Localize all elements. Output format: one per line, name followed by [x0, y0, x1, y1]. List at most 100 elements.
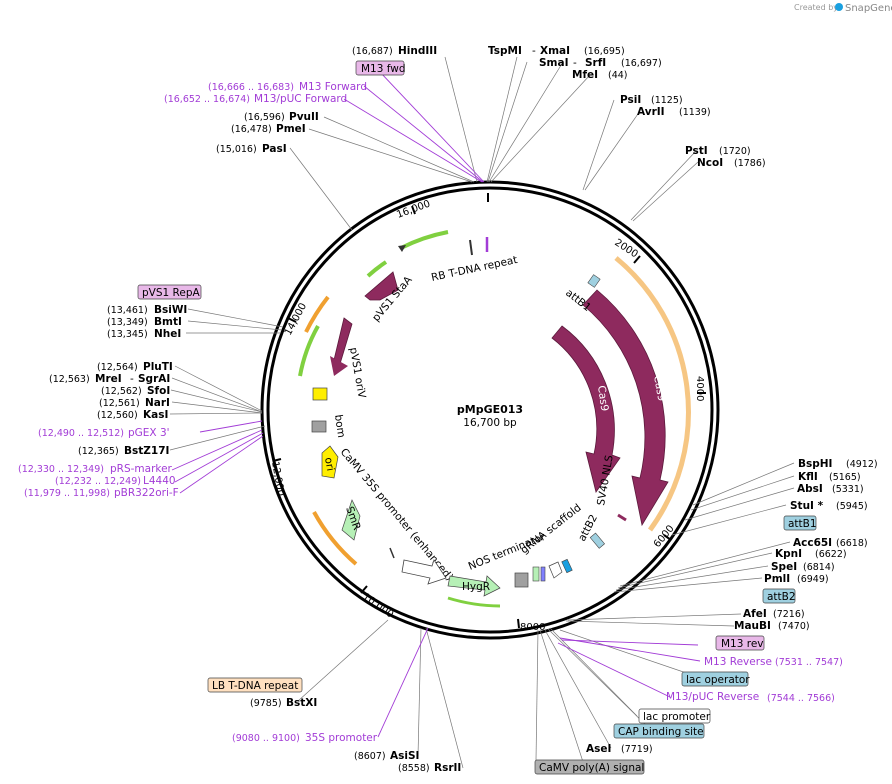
cas9-outer-arrow[interactable] — [582, 289, 669, 527]
psii-label[interactable]: PsiI — [620, 94, 641, 106]
m13fwd-box-label: M13 fwd — [361, 63, 406, 75]
leader-lines — [169, 56, 795, 769]
mrei-pos: (12,563) — [49, 374, 90, 385]
mrei-label[interactable]: MreI — [95, 373, 122, 385]
pbr322ori-range: (11,979 .. 11,998) — [24, 488, 110, 499]
kpni-label[interactable]: KpnI — [775, 548, 802, 560]
nhei-label[interactable]: NheI — [154, 328, 181, 340]
attb1-box[interactable] — [783, 515, 817, 531]
pgex3-primer[interactable]: pGEX 3' — [128, 427, 170, 439]
avrii-label[interactable]: AvrII — [637, 106, 665, 118]
nhei-pos: (13,345) — [107, 329, 148, 340]
maubi-label[interactable]: MauBI — [734, 620, 771, 632]
m13rev-box[interactable] — [715, 635, 765, 651]
cas9-outer-halo — [614, 256, 691, 532]
bsphi-pos: (4912) — [846, 459, 878, 470]
bmti-label[interactable]: BmtI — [154, 316, 182, 328]
backbone-outer-ring — [260, 180, 720, 640]
oriv-arrow-head — [330, 356, 348, 376]
stui-label[interactable]: StuI * — [790, 500, 824, 512]
cas9-inner-arrow[interactable] — [551, 325, 621, 493]
staa-arrow[interactable] — [364, 271, 399, 301]
attb1-box-label: attB1 — [788, 518, 817, 530]
attb1-feature[interactable] — [587, 274, 601, 288]
smai-label[interactable]: SmaI — [539, 57, 569, 69]
m13pucfwd-primer[interactable]: M13/pUC Forward — [254, 93, 347, 105]
sfoi-label[interactable]: SfoI — [147, 385, 170, 397]
pluti-label[interactable]: PluTI — [143, 361, 173, 373]
grna-mark — [540, 566, 546, 582]
grna-scaffold-feature[interactable] — [532, 566, 540, 582]
mfei-label[interactable]: MfeI — [572, 69, 598, 81]
afei-label[interactable]: AfeI — [743, 608, 767, 620]
nari-pos: (12,561) — [99, 398, 140, 409]
p35s-arrow[interactable] — [401, 559, 447, 585]
pmei-pos: (16,478) — [231, 124, 272, 135]
ncoi-pos: (1786) — [734, 158, 766, 169]
m13pucrev-primer[interactable]: M13/pUC Reverse — [666, 691, 759, 703]
m13rev-range: (7531 .. 7547) — [775, 657, 843, 668]
bom-feature[interactable] — [311, 420, 327, 433]
pluti-pos: (12,564) — [97, 362, 138, 373]
pmli-label[interactable]: PmlI — [764, 573, 790, 585]
xmai-label[interactable]: XmaI — [540, 45, 570, 57]
psti-label[interactable]: PstI — [685, 145, 708, 157]
kpni-pos: (6622) — [815, 549, 847, 560]
asisi-pos: (8607) — [354, 751, 386, 762]
prsmarker-primer[interactable]: pRS-marker — [110, 463, 173, 475]
lb-tdna-box[interactable] — [207, 677, 303, 693]
kasi-label[interactable]: KasI — [143, 409, 168, 421]
hindiii-label[interactable]: HindIII — [398, 45, 437, 57]
absi-label[interactable]: AbsI — [797, 483, 823, 495]
pvs1repa-box[interactable] — [137, 284, 202, 300]
rsrii-label[interactable]: RsrII — [434, 762, 461, 774]
l4440-primer[interactable]: L4440 — [143, 475, 176, 487]
lac-operator-box[interactable] — [681, 671, 749, 687]
attb2-feature[interactable] — [589, 532, 605, 549]
bmti-pos: (13,349) — [107, 317, 148, 328]
nari-label[interactable]: NarI — [145, 397, 170, 409]
bsiwi-label[interactable]: BsiWI — [154, 304, 187, 316]
ncoi-label[interactable]: NcoI — [697, 157, 723, 169]
tspmi-label[interactable]: TspMI — [488, 45, 522, 57]
attb2-box-label: attB2 — [767, 591, 796, 603]
pgex3-range: (12,490 .. 12,512) — [38, 428, 124, 439]
ori-arrow[interactable] — [321, 445, 339, 479]
bstxi-label[interactable]: BstXI — [286, 697, 317, 709]
asisi-label[interactable]: AsiSI — [390, 750, 419, 762]
attb2-box[interactable] — [762, 588, 796, 604]
grna-label: gRNA scaffold — [518, 502, 583, 557]
smr-arrow[interactable] — [341, 499, 361, 541]
bstz17i-label[interactable]: BstZ17I — [124, 445, 169, 457]
psti-pos: (1720) — [719, 146, 751, 157]
snapgene-logo-icon — [835, 3, 843, 11]
bsphi-label[interactable]: BspHI — [798, 458, 832, 470]
camv-polya-label: CaMV poly(A) signal — [539, 762, 644, 774]
pmei-label[interactable]: PmeI — [276, 123, 306, 135]
plasmid-name: pMpGE013 — [457, 403, 523, 416]
green-arc-top-head — [398, 245, 406, 252]
m13fwd-primer[interactable]: M13 Forward — [299, 81, 367, 93]
sgrai-label[interactable]: SgrAI — [138, 373, 170, 385]
asei-label[interactable]: AseI — [586, 743, 611, 755]
sv40-nls-mark — [617, 513, 627, 522]
nos-terminator-feature[interactable] — [514, 572, 529, 588]
kfli-label[interactable]: KflI — [798, 471, 818, 483]
cap-binding-box[interactable] — [613, 723, 705, 739]
m13rev-primer[interactable]: M13 Reverse — [704, 656, 772, 668]
orange-arc-left-upper — [304, 295, 330, 333]
m13fwd-box[interactable] — [355, 60, 405, 76]
yellow-box-feature[interactable] — [312, 387, 328, 401]
pbr322ori-primer[interactable]: pBR322ori-F — [114, 487, 179, 499]
lac-promoter-box[interactable] — [638, 708, 711, 724]
p35s-primer[interactable]: 35S promoter — [305, 732, 378, 744]
pasi-label[interactable]: PasI — [262, 143, 287, 155]
srfi-label[interactable]: SrfI — [585, 57, 606, 69]
spei-label[interactable]: SpeI — [771, 561, 797, 573]
absi-pos: (5331) — [832, 484, 864, 495]
pvuii-label[interactable]: PvuII — [289, 111, 319, 123]
acc65i-label[interactable]: Acc65I — [793, 537, 832, 549]
hygr-arrow[interactable] — [447, 575, 501, 597]
camv-polya-box[interactable] — [534, 759, 645, 775]
maubi-pos: (7470) — [778, 621, 810, 632]
